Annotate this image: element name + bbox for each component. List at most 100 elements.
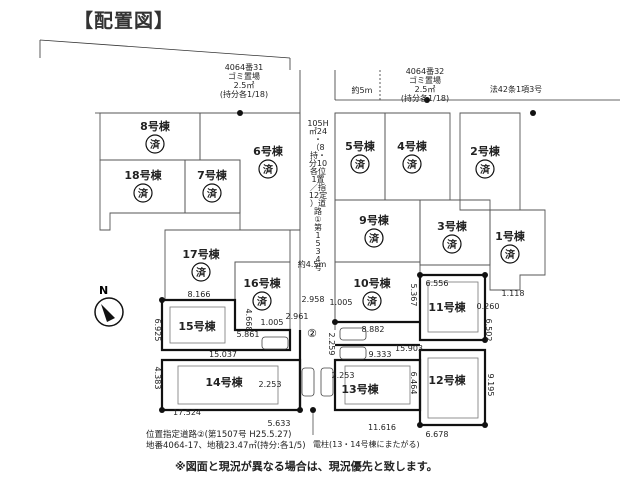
- dimension-26: 6.678: [426, 430, 449, 439]
- pole-icon: [159, 407, 165, 413]
- pole-icon: [310, 407, 316, 413]
- dimension-5: 2.961: [286, 312, 309, 321]
- note-gomi31-2: 2.5㎡: [234, 81, 255, 90]
- sold-badge-icon: [133, 183, 153, 203]
- car-icon: [320, 367, 334, 397]
- lot-label-10: 10号棟: [353, 276, 391, 290]
- dimension-4: 5.861: [237, 330, 260, 339]
- lot-labels: 8号棟済18号棟済7号棟済6号棟済5号棟済4号棟済2号棟済9号棟済3号棟済1号棟…: [124, 119, 525, 396]
- pole-icon: [332, 319, 338, 325]
- lot-label-6: 6号棟: [253, 144, 284, 158]
- north-arrow-icon: [101, 304, 115, 322]
- dimension-0: 8.166: [188, 290, 211, 299]
- compass-label: N: [99, 284, 108, 297]
- road1-char-2: ・: [314, 135, 322, 144]
- road1-char-17: 4: [315, 255, 320, 264]
- road1-char-1: ㎡24: [309, 127, 327, 136]
- dimension-24: 5.633: [268, 419, 291, 428]
- lot-label-7: 7号棟: [197, 168, 228, 182]
- dimension-19: 2.253: [259, 380, 282, 389]
- sold-badge-icon: [475, 159, 495, 179]
- road1-char-6: 各位: [310, 166, 326, 176]
- note-gomi31-0: 4064番31: [225, 62, 264, 72]
- road1-char-18: 号: [314, 263, 322, 272]
- pole-icon: [424, 97, 430, 103]
- road2-marker: ②: [307, 327, 317, 340]
- pole-icon: [530, 110, 536, 116]
- car-icon: [339, 346, 367, 360]
- road2-note-line1: 位置指定道路②(第1507号 H25.5.27): [146, 430, 292, 440]
- road1-char-3: （8: [311, 143, 324, 152]
- dimension-14: 6.502: [484, 319, 493, 342]
- dimension-16: 15.903: [395, 344, 423, 353]
- sold-badge-icon: [145, 134, 165, 154]
- dimension-11: 8.882: [362, 325, 385, 334]
- lot-label-11: 11号棟: [428, 300, 466, 314]
- road1-char-8: ／指: [310, 182, 326, 192]
- sold-badge-4: 済: [407, 158, 418, 171]
- compass: N: [94, 284, 124, 327]
- dimension-10: 5.367: [409, 284, 418, 307]
- road1-char-10: ）道: [310, 198, 326, 208]
- lot-label-16: 16号棟: [243, 276, 281, 290]
- dimension-12: 6.556: [426, 279, 449, 288]
- lot-label-17: 17号棟: [182, 247, 220, 261]
- sold-badge-5: 済: [355, 158, 366, 171]
- pole-icon: [237, 110, 243, 116]
- note-gomi32-2: 2.5㎡: [415, 85, 436, 94]
- note-law-0: 法42条1項3号: [490, 84, 542, 94]
- dimension-18: 4.383: [153, 367, 162, 390]
- lot-label-12: 12号棟: [428, 373, 466, 387]
- sold-badge-icon: [364, 228, 384, 248]
- road1-char-7: 1置: [311, 175, 324, 184]
- car-icon: [339, 327, 367, 341]
- sold-badge-9: 済: [369, 232, 380, 245]
- note-gomi31-1: ゴミ置場: [228, 71, 260, 81]
- sold-badge-icon: [442, 234, 462, 254]
- sold-badge-3: 済: [447, 238, 458, 251]
- pole-note: 電柱(13・14号棟にまたがる): [313, 439, 420, 449]
- note-gomi32-0: 4064番32: [406, 66, 445, 76]
- dimension-21: 6.464: [409, 372, 418, 395]
- road1-char-4: 持・: [310, 150, 326, 160]
- house-footprints: [169, 281, 479, 419]
- note-gomi32-1: ゴミ置場: [409, 75, 441, 85]
- dimension-25: 11.616: [368, 423, 396, 432]
- road1-char-16: 3: [315, 247, 320, 256]
- pole-icon: [482, 272, 488, 278]
- disclaimer: ※図面と現況が異なる場合は、現況優先と致します。: [175, 460, 438, 473]
- sold-badge-10: 済: [367, 295, 378, 308]
- car-icon: [261, 336, 289, 350]
- sold-badge-17: 済: [196, 266, 207, 279]
- sold-badge-icon: [202, 183, 222, 203]
- lot-label-9: 9号棟: [359, 213, 390, 227]
- notes: 4064番31ゴミ置場2.5㎡(持分各1/18)4064番32ゴミ置場2.5㎡(…: [220, 62, 542, 269]
- road1-char-5: 分10: [309, 159, 327, 168]
- dimension-1: 6.925: [153, 319, 162, 342]
- sold-badge-1: 済: [505, 248, 516, 261]
- lot-label-13: 13号棟: [341, 382, 379, 396]
- dimension-23: 17.524: [173, 408, 201, 417]
- road1-char-11: 路: [314, 206, 322, 216]
- car-icon: [301, 367, 315, 397]
- road1-char-0: 105H: [307, 119, 328, 128]
- road2-note: 位置指定道路②(第1507号 H25.5.27) 地番4064-17、地積23.…: [146, 430, 306, 452]
- sold-badge-icon: [402, 154, 422, 174]
- sold-badge-8: 済: [150, 138, 161, 151]
- pole-icon: [297, 407, 303, 413]
- lot-label-14: 14号棟: [205, 375, 243, 389]
- dimension-9: 1.005: [330, 298, 353, 307]
- note-gomi31-3: (持分各1/18): [220, 89, 268, 99]
- road1-char-15: 5: [315, 239, 320, 248]
- road1-char-13: 第: [314, 222, 322, 232]
- pole-icon: [482, 422, 488, 428]
- road1-char-9: 12定: [309, 190, 327, 200]
- note-yaku5-0: 約5m: [352, 85, 373, 95]
- lot-label-15: 15号棟: [178, 319, 216, 333]
- pole-icon: [417, 422, 423, 428]
- lot-label-5: 5号棟: [345, 139, 376, 153]
- road1-char-14: 1: [315, 231, 320, 240]
